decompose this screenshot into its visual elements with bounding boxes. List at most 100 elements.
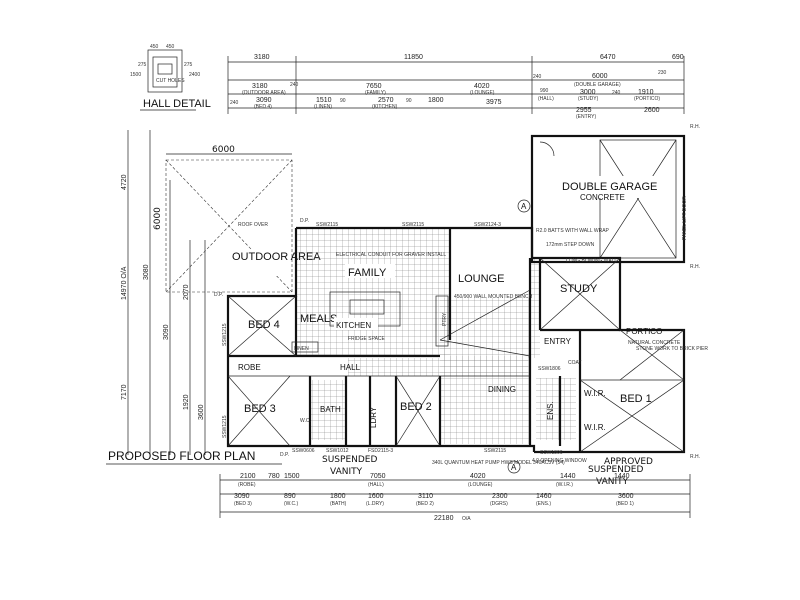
bath-label: BATH — [320, 405, 341, 414]
roof-over-note: ROOF OVER — [238, 222, 268, 228]
bottom-r2-0: 3090 — [234, 493, 250, 500]
top-dim-1: 3180 — [254, 54, 270, 61]
top-dim-r4-2: 2600 — [644, 107, 660, 114]
top-dim-r3-10: 3975 — [486, 99, 502, 106]
fridge-note: FRIDGE SPACE — [348, 336, 386, 342]
bottom-r1-6: 4020 — [470, 473, 486, 480]
dp-marker-3: D.P. — [280, 452, 289, 458]
top-dim-r3-8: 90 — [406, 98, 412, 104]
lounge-label: LOUNGE — [458, 273, 504, 285]
approved-stamp: APPROVED — [604, 457, 653, 467]
hall-detail-label: HALL DETAIL — [143, 98, 211, 110]
bottom-r2-13: (ENS.) — [536, 501, 551, 507]
section-markers: A A R.H. R.H. R.H. D.P. D.P. D.P. — [214, 124, 700, 474]
left-dimensions: 4720 14970 O/A 7170 3080 3090 2070 1920 … — [121, 130, 206, 455]
top-dim-r3-1: 3090 — [256, 97, 272, 104]
window-code-1: SSW2115 — [316, 222, 338, 228]
window-code-8: SSW2115 — [484, 448, 506, 454]
top-dim-r2-10: 230 — [658, 70, 667, 76]
top-dimensions: 3180 11850 6470 690 3180 (OUTDOOR AREA) … — [227, 54, 685, 120]
study-label: STUDY — [560, 283, 598, 295]
top-dim-r3-3: 1510 — [316, 97, 332, 104]
electrical-note: ELECTRICAL CONDUIT FOR GRAVER INSTALL — [336, 252, 446, 258]
outdoor-side-label: 6000 — [153, 207, 163, 230]
bottom-r2-2: 890 — [284, 493, 296, 500]
house-walls — [226, 226, 686, 454]
top-dim-r3-7: (KITCHEN) — [372, 104, 398, 110]
room-labels: LOUNGE FAMILY MEALS KITCHEN STUDY PORTIC… — [238, 264, 681, 432]
bottom-r2-7: (L.DRY) — [366, 501, 384, 507]
ensuite-label: ENS. — [546, 401, 555, 420]
portico-label: PORTICO — [626, 327, 662, 336]
entry-label: ENTRY — [544, 337, 572, 346]
top-dim-r2-8: 6000 — [592, 73, 608, 80]
pantry-label: PTRY — [442, 312, 448, 326]
top-dim-r2-0: 3180 — [252, 83, 268, 90]
top-dim-r3-0: 240 — [230, 100, 239, 106]
bottom-r2-4: 1800 — [330, 493, 346, 500]
left-dim-2: 14970 O/A — [121, 266, 128, 300]
double-garage-label: DOUBLE GARAGE — [562, 181, 657, 193]
top-dim-r3-16: 1910 — [638, 89, 654, 96]
window-code-2: SSW2115 — [402, 222, 424, 228]
top-dim-r3-5: 90 — [340, 98, 346, 104]
top-dim-r3-4: (LINEN) — [314, 104, 332, 110]
step-down-note: 172mm STEP DOWN — [546, 242, 595, 248]
stone-work-note: STONE WORK TO BRICK PIER — [636, 346, 708, 352]
bottom-r3-0: 22180 — [434, 515, 454, 522]
top-dim-r2-2: 240 — [290, 82, 299, 88]
room-diagonals — [227, 257, 685, 453]
bottom-r2-6: 1600 — [368, 493, 384, 500]
bed3-label: BED 3 — [244, 403, 276, 415]
suspended-vanity-1-line2: VANITY — [330, 467, 363, 477]
rh-marker-2: R.H. — [690, 264, 700, 270]
top-dim-r3-12: (HALL) — [538, 96, 554, 102]
sliding-wall-note: LONG BOWING WALL — [566, 258, 617, 264]
bed4-label: BED 4 — [248, 319, 280, 331]
heat-pump-note: 340L QUANTUM HEAT PUMP HWS MODEL 340AC3V… — [432, 460, 565, 466]
hall-detail-cut-note: CUT HOLES — [156, 78, 185, 84]
window-code-9: SSW1806 — [540, 450, 563, 456]
dp-marker-2: D.P. — [214, 292, 223, 298]
tiled-floor-areas — [296, 228, 576, 444]
hall-detail-dim-3: 275 — [138, 62, 147, 68]
coat-label: COAT — [568, 360, 582, 366]
bottom-r1-4: 7050 — [370, 473, 386, 480]
bottom-r2-14: 3600 — [618, 493, 634, 500]
hall-detail-dim-1: 450 — [150, 44, 159, 50]
bottom-dimensions: 2100 (ROBE) 780 1500 7050 (HALL) 4020 (L… — [219, 473, 691, 522]
rh-marker-3: R.H. — [690, 454, 700, 460]
window-code-3: SSW2124-3 — [474, 222, 501, 228]
suspended-vanity-1-line1: SUSPENDED — [322, 455, 377, 465]
panel-lift-door-note: PANEL LIFT DOOR — [682, 196, 688, 240]
top-dim-r4-0: 2955 — [576, 107, 592, 114]
window-code-10: SSW1806 — [538, 366, 561, 372]
bottom-r1-3: 1500 — [284, 473, 300, 480]
suspended-vanity-2-line1: SUSPENDED — [588, 465, 643, 475]
kitchen-label: KITCHEN — [336, 321, 371, 330]
left-dim-1: 4720 — [121, 174, 128, 190]
linen-label: LINEN — [294, 346, 309, 352]
window-code-4: SSW1215 — [222, 323, 228, 346]
bottom-r1-7: (LOUNGE) — [468, 482, 493, 488]
portico-surface-note: NATURAL CONCRETE — [628, 340, 681, 346]
handwritten-notes: SUSPENDED VANITY SUSPENDED VANITY APPROV… — [322, 455, 653, 487]
window-code-11: SSW0606 — [292, 448, 315, 454]
bottom-r1-8: 1440 — [560, 473, 576, 480]
annotation-notes: ELECTRICAL CONDUIT FOR GRAVER INSTALL FR… — [238, 222, 708, 466]
top-dim-r2-6: (LOUNGE) — [470, 90, 495, 96]
garage-surface-note: CONCRETE — [580, 193, 625, 202]
wc-label: W.C. — [300, 418, 311, 424]
window-code-6: SSW1012 — [326, 448, 349, 454]
bottom-r1-2: 780 — [268, 473, 280, 480]
hall-detail-inset: 450 450 275 275 1500 2400 CUT HOLES HALL… — [130, 44, 211, 111]
left-dim-7: 1920 — [183, 394, 190, 410]
top-dim-r2-7: 240 — [533, 74, 542, 80]
plan-title-block: PROPOSED FLOOR PLAN — [106, 449, 282, 465]
bottom-r1-10: 1440 — [614, 473, 630, 480]
top-dim-r3-11: 990 — [540, 88, 549, 94]
bottom-r2-9: (BED 2) — [416, 501, 434, 507]
hall-detail-dim-2: 450 — [166, 44, 175, 50]
window-codes: SSW2115 SSW2115 SSW2124-3 SSW1215 SSW121… — [222, 222, 563, 456]
